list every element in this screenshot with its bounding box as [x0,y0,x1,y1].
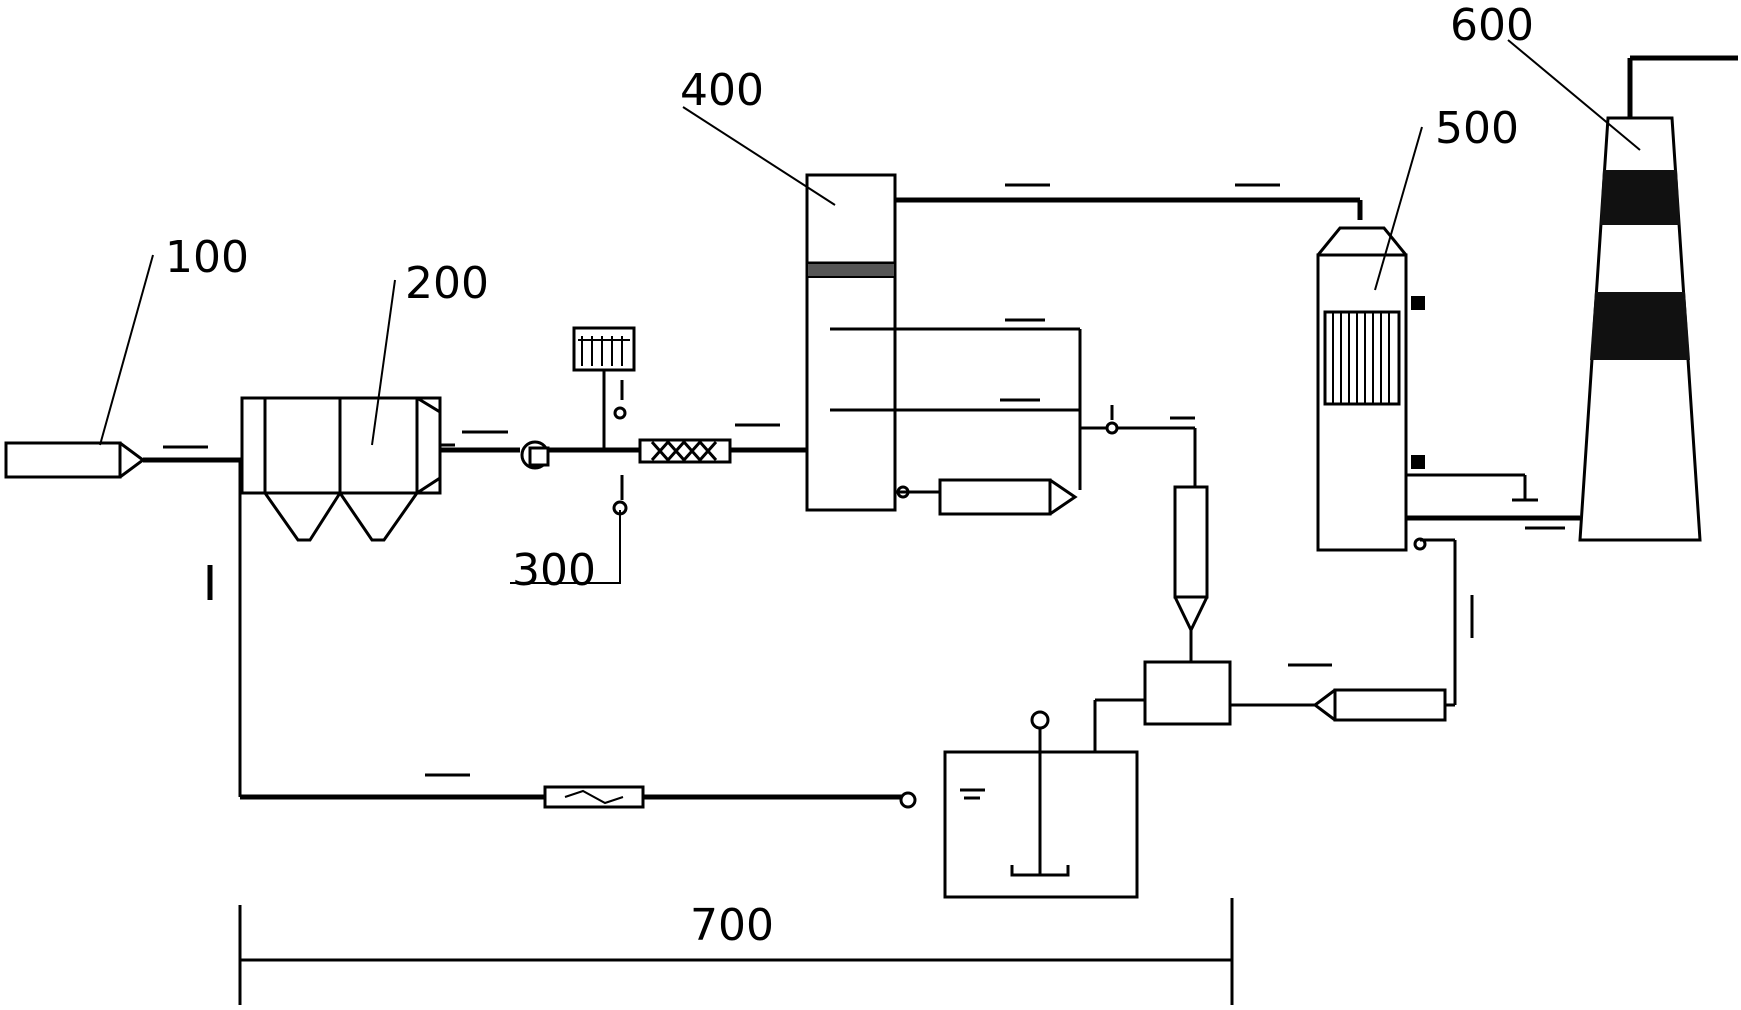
dimension-line-700 [238,898,1234,1005]
inlet-duct-100 [4,441,242,479]
absorption-tower-400 [805,173,1363,516]
label-700: 700 [690,900,774,951]
label-300: 300 [512,545,596,596]
fan-and-duct [440,423,807,470]
leader-lines [99,39,1641,584]
return-loop [207,460,1145,899]
dosing-unit-300 [572,326,636,516]
label-500: 500 [1435,103,1519,154]
dust-collector-200 [240,396,455,542]
valve-and-settler [1080,405,1232,726]
label-200: 200 [405,258,489,309]
chimney-stack-600 [1578,55,1738,542]
label-100: 100 [165,232,249,283]
label-400: 400 [680,65,764,116]
label-600: 600 [1450,0,1534,51]
electrostatic-unit-500 [1230,226,1580,722]
